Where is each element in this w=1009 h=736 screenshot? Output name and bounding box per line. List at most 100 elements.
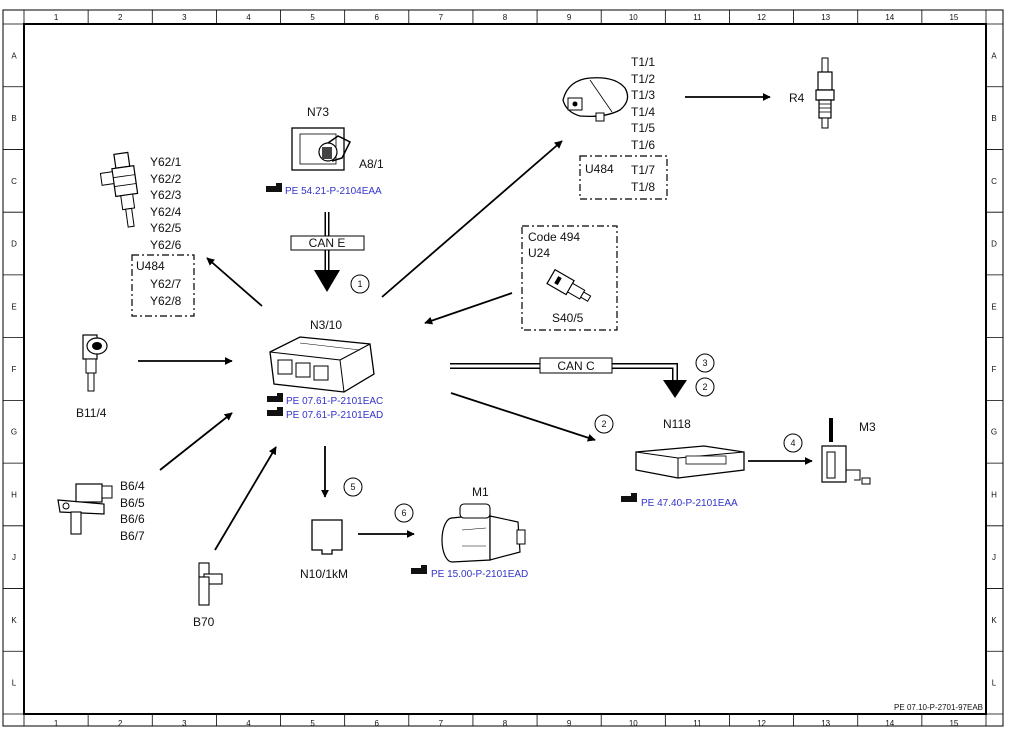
grid-row-label: J — [12, 553, 16, 562]
marker-2b: 2 — [594, 414, 614, 434]
reference-hand-icon — [267, 407, 283, 416]
grid-row-label: D — [11, 240, 17, 249]
b6-labels: B6/4 B6/5 B6/6 B6/7 — [120, 479, 145, 543]
marker-1: 1 — [350, 274, 370, 294]
can-c-bus: CAN C — [450, 357, 687, 398]
connection-arrows — [138, 93, 813, 551]
grid-column-label: 1 — [54, 719, 59, 728]
grid-column-label: 6 — [375, 13, 380, 22]
grid-column-label: 14 — [885, 719, 894, 728]
grid-column-label: 4 — [246, 13, 251, 22]
grid-row-label: K — [11, 616, 17, 625]
n118-ref-text: PE 47.40-P-2101EAA — [641, 498, 738, 509]
grid-row-label: K — [991, 616, 997, 625]
reference-hand-icon — [266, 183, 282, 192]
b6-7: B6/7 — [120, 529, 145, 543]
injector-icon — [99, 151, 139, 228]
can-e-bus: CAN E — [290, 212, 365, 292]
y62-7: Y62/7 — [150, 277, 182, 291]
grid-column-label: 3 — [182, 13, 187, 22]
temperature-sensor-icon — [82, 334, 108, 392]
b11-label: B11/4 — [76, 406, 107, 420]
grid-row-label: E — [991, 302, 996, 311]
y62-u484-title: U484 — [136, 259, 165, 273]
grid-column-label: 15 — [949, 13, 958, 22]
b70-label: B70 — [193, 615, 215, 629]
t1-u484-title: U484 — [585, 162, 614, 176]
grid-column-label: 1 — [54, 13, 59, 22]
marker-4: 4 — [783, 433, 803, 453]
grid-column-label: 6 — [375, 719, 380, 728]
n3-label: N3/10 — [310, 318, 342, 332]
grid-column-label: 10 — [629, 719, 638, 728]
svg-text:2: 2 — [601, 419, 606, 429]
y62-6: Y62/6 — [150, 238, 182, 252]
s40-code: Code 494 — [528, 230, 580, 244]
n73-ignition-switch-icon — [291, 127, 352, 171]
grid-column-label: 9 — [567, 719, 572, 728]
s40-u24: U24 — [528, 246, 550, 260]
grid-column-label: 2 — [118, 719, 123, 728]
grid-row-label: E — [11, 302, 16, 311]
grid-column-label: 15 — [949, 719, 958, 728]
n73-label: N73 — [307, 105, 329, 119]
m1-ref-link[interactable]: PE 15.00-P-2101EAD — [411, 565, 528, 580]
t1-7: T1/7 — [631, 163, 655, 177]
m1-ref-text: PE 15.00-P-2101EAD — [431, 569, 528, 580]
grid-row-label: A — [991, 51, 997, 60]
grid-row-label: B — [991, 114, 996, 123]
reference-hand-icon — [267, 393, 283, 402]
grid-row-label: B — [11, 114, 16, 123]
grid-column-label: 13 — [821, 719, 830, 728]
y62-labels: Y62/1 Y62/2 Y62/3 Y62/4 Y62/5 Y62/6 — [150, 155, 182, 252]
b6-4: B6/4 — [120, 479, 145, 493]
grid-row-label: F — [12, 365, 17, 374]
grid-row-label: L — [12, 679, 17, 688]
y62-u484-box: U484 Y62/7 Y62/8 — [131, 254, 195, 317]
n73-ref-text: PE 54.21-P-2104EAA — [285, 186, 382, 197]
can-c-label: CAN C — [557, 359, 595, 373]
t1-8: T1/8 — [631, 180, 655, 194]
starter-motor-icon — [441, 503, 526, 563]
n3-ref-link-2[interactable]: PE 07.61-P-2101EAD — [267, 407, 383, 421]
grid-column-label: 11 — [693, 719, 702, 728]
t1-3: T1/3 — [631, 88, 655, 102]
n3-ref-1: PE 07.61-P-2101EAC — [286, 396, 383, 407]
grid-column-label: 9 — [567, 13, 572, 22]
svg-text:3: 3 — [702, 358, 707, 368]
s40-label: S40/5 — [552, 311, 584, 325]
grid-row-label: H — [11, 490, 17, 499]
switch-sensor-icon — [546, 268, 592, 302]
s40-dashed-box: Code 494 U24 S40/5 — [521, 225, 618, 331]
grid-column-label: 5 — [310, 719, 315, 728]
reference-hand-icon — [621, 493, 637, 502]
n73-ref-link[interactable]: PE 54.21-P-2104EAA — [266, 183, 382, 197]
y62-2: Y62/2 — [150, 172, 182, 186]
can-e-label: CAN E — [309, 236, 346, 250]
crankshaft-sensor-icon — [198, 562, 223, 606]
n118-ref-link[interactable]: PE 47.40-P-2101EAA — [621, 493, 738, 509]
y62-5: Y62/5 — [150, 221, 182, 235]
y62-4: Y62/4 — [150, 205, 182, 219]
a8-1-label: A8/1 — [359, 157, 384, 171]
reference-hand-icon — [411, 565, 427, 574]
svg-text:2: 2 — [702, 382, 707, 392]
marker-5: 5 — [343, 477, 363, 497]
y62-1: Y62/1 — [150, 155, 182, 169]
grid-row-label: H — [991, 490, 997, 499]
drawing-number: PE 07.10-P-2701-97EAB — [894, 703, 983, 712]
r4-label: R4 — [789, 91, 805, 105]
b6-6: B6/6 — [120, 512, 145, 526]
grid-row-label: C — [991, 177, 997, 186]
spark-plug-icon — [815, 57, 835, 129]
y62-3: Y62/3 — [150, 188, 182, 202]
grid-column-label: 11 — [693, 13, 702, 22]
grid-row-label: G — [991, 428, 997, 437]
marker-2a: 2 — [695, 377, 715, 397]
n10-label: N10/1kM — [300, 567, 348, 581]
m1-label: M1 — [472, 485, 489, 499]
drawing-frame: 1122334455667788991010111112121313141415… — [2, 9, 1004, 728]
svg-text:6: 6 — [401, 508, 406, 518]
n3-ref-link-1[interactable]: PE 07.61-P-2101EAC — [267, 393, 383, 407]
ignition-coil-icon — [562, 77, 629, 122]
